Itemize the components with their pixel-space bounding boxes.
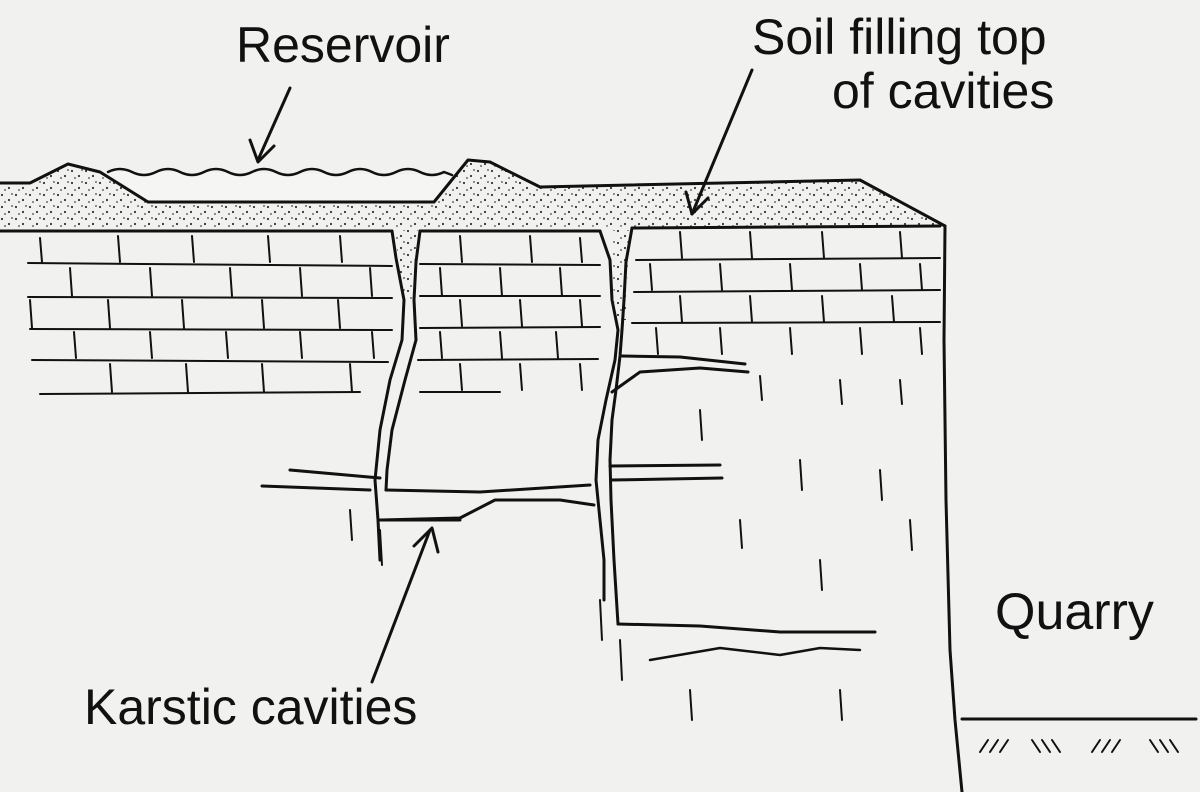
arrow-karstic [370, 526, 440, 684]
quarry-floor-hatches [979, 739, 1179, 753]
karst-channel-middle-top [288, 463, 722, 494]
quarry-face-line [942, 224, 964, 792]
ground-surface-line [0, 158, 947, 228]
soil-filling-label: Soil filling top of cavities [752, 10, 1054, 118]
quarry-label: Quarry [995, 583, 1154, 641]
soil-fissure-fill-left [395, 230, 418, 300]
joint-ticks [29, 231, 923, 393]
karst-channel-lower-b [648, 646, 862, 662]
karst-fissure-right-wall-a [594, 229, 620, 602]
karst-fissure-left-wall-b [384, 229, 422, 492]
soil-filling-label-line1: Soil filling top [752, 9, 1047, 65]
rock-top-line [0, 224, 942, 233]
arrow-soil [684, 68, 754, 216]
soil-filling-label-line2: of cavities [832, 63, 1055, 119]
reservoir-surface-line [106, 167, 454, 177]
karst-channel-lower [616, 622, 877, 634]
karst-fissure-left-wall-a [373, 229, 406, 562]
reservoir-label: Reservoir [236, 17, 450, 73]
arrow-reservoir [248, 86, 292, 164]
karstic-cavities-label: Karstic cavities [84, 679, 418, 735]
karst-channel-upper [620, 354, 747, 366]
soil-layer [0, 160, 945, 228]
lower-joint-marks [349, 375, 913, 721]
reservoir-water [108, 172, 452, 202]
bedding-lines [27, 257, 941, 395]
karst-channel-upper-b [610, 366, 750, 394]
